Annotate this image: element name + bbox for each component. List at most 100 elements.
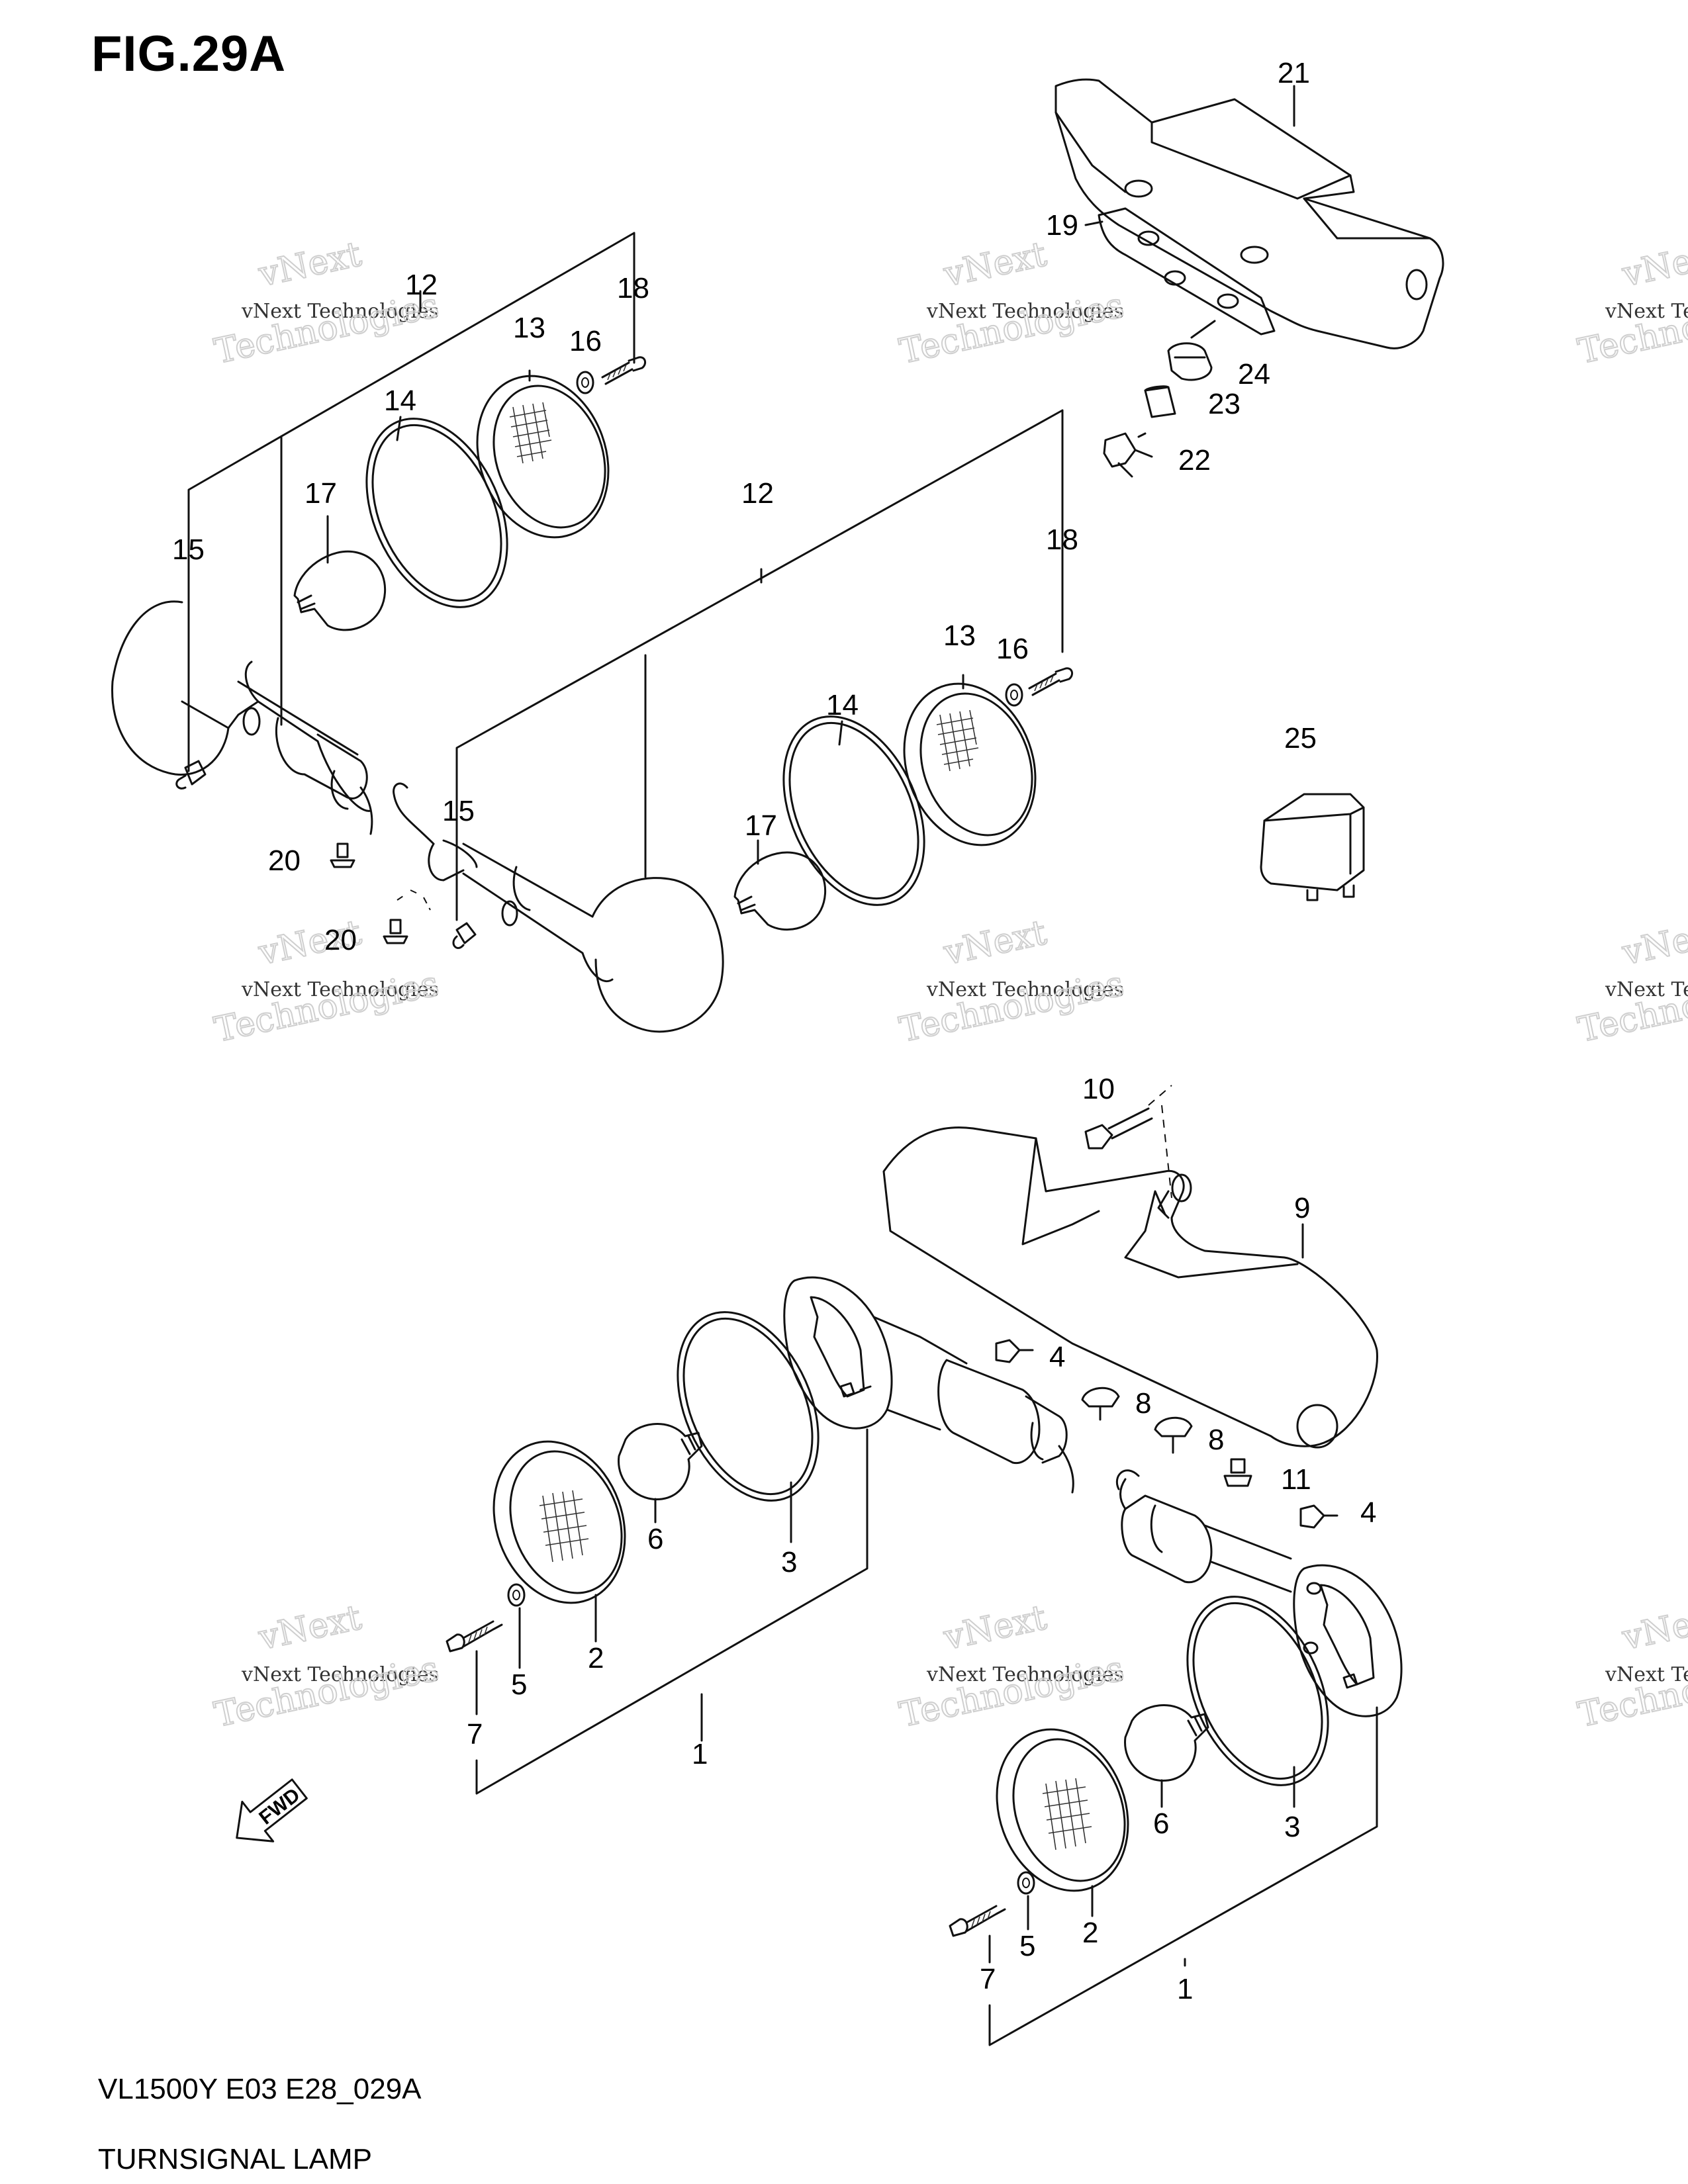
callout-labels: 21 19 24 23 22 25 12 18 13 16 14 17 15 2… — [172, 57, 1376, 2005]
bracket-body — [1055, 78, 1444, 349]
screw-4b — [1299, 1504, 1338, 1529]
callout-4a: 4 — [1049, 1341, 1065, 1373]
housing-tab — [839, 1382, 872, 1398]
screw-thread — [468, 1626, 488, 1643]
callout-4b: 4 — [1360, 1496, 1376, 1529]
plate-hole — [1137, 230, 1160, 246]
watermark-bottom: Technologies — [1575, 964, 1688, 1050]
model-code: VL1500Y E03 E28_029A — [98, 2073, 422, 2105]
watermark-text: vNext Technologies — [926, 300, 1124, 323]
callout-18a: 18 — [617, 272, 649, 304]
license-bracket-21 — [1055, 78, 1444, 349]
wire — [393, 782, 435, 845]
lens-13b-grid — [936, 709, 979, 772]
screw-7a — [445, 1620, 503, 1653]
relay-25 — [1260, 793, 1365, 901]
housing-collar — [428, 839, 478, 882]
watermark: vNext vNext Technologies Technologies — [896, 912, 1128, 1051]
screw-18a — [601, 356, 647, 385]
housing-hole — [1303, 1641, 1319, 1655]
watermark-bottom: Technologies — [1575, 1649, 1688, 1735]
gasket-3b — [1186, 1596, 1329, 1786]
callout-14a: 14 — [384, 385, 416, 417]
housing-stem — [872, 1316, 968, 1431]
watermark-text: vNext Technologies — [1605, 300, 1688, 323]
wire — [359, 786, 373, 835]
callout-7a: 7 — [467, 1718, 483, 1751]
screw-20b — [383, 919, 408, 944]
plate-body — [1098, 207, 1276, 336]
lens-13a — [476, 375, 610, 539]
washer-16b-hole — [1010, 690, 1018, 700]
screw-20a — [330, 842, 355, 868]
bulb-base — [297, 594, 316, 610]
callout-17b: 17 — [745, 809, 777, 842]
housing-stem — [1203, 1524, 1292, 1593]
bracket-hole — [1405, 269, 1428, 300]
screw-8b — [1154, 1416, 1193, 1454]
watermark: vNext vNext Technologies Technologies — [1574, 234, 1688, 373]
gasket-3a-inner — [682, 1317, 814, 1496]
bracket-edges — [1021, 1137, 1299, 1279]
lens-13a-inner — [492, 385, 606, 529]
housing-stem — [181, 660, 359, 756]
callout-6b: 6 — [1153, 1807, 1169, 1840]
plate-hole — [1217, 293, 1239, 309]
washer-5b-hole — [1022, 1878, 1030, 1888]
bracket-hole — [1240, 246, 1269, 264]
wire — [1115, 1469, 1140, 1510]
callout-16a: 16 — [569, 325, 602, 357]
bulb-6b — [1124, 1704, 1209, 1782]
callout-1b: 1 — [1177, 1973, 1193, 2005]
watermark: vNext vNext Technologies Technologies — [896, 1597, 1128, 1736]
bracket-hole — [1296, 1404, 1338, 1449]
leader-22 — [1137, 432, 1147, 438]
bracket-hole — [1124, 179, 1153, 198]
bracket-line — [988, 1706, 1378, 2046]
lens-2b-inner — [1012, 1738, 1126, 1882]
gasket-3a — [677, 1311, 820, 1502]
watermark-text: vNext Technologies — [1605, 1663, 1688, 1686]
watermark-top: vNext — [255, 1598, 365, 1658]
screw-18b — [1028, 667, 1074, 696]
lens-2a-inner — [509, 1450, 623, 1594]
callout-18b: 18 — [1046, 523, 1078, 556]
housing-shell — [111, 600, 372, 812]
screw-thread — [971, 1911, 991, 1928]
housing-dome — [591, 877, 724, 1033]
housing-ring — [330, 770, 349, 810]
watermark-top: vNext — [940, 1598, 1050, 1658]
plate-hole — [1164, 270, 1186, 286]
callout-22: 22 — [1178, 444, 1211, 477]
watermark-text: vNext Technologies — [241, 300, 439, 323]
watermark-text: vNext Technologies — [1605, 978, 1688, 1001]
callout-5b: 5 — [1019, 1930, 1035, 1962]
washer-5a — [507, 1583, 526, 1607]
callout-8b: 8 — [1208, 1424, 1224, 1456]
watermark-top: vNext — [255, 234, 365, 295]
lens-13a-grid — [509, 402, 552, 464]
bracket-line — [455, 409, 1064, 921]
callout-14b: 14 — [826, 689, 859, 721]
watermark-bottom: Technologies — [1575, 286, 1688, 372]
housing-cup — [783, 1276, 893, 1430]
callout-9: 9 — [1294, 1192, 1310, 1224]
screw-15b — [452, 922, 477, 949]
housing-inner — [1319, 1584, 1375, 1686]
watermark-group: vNext vNext Technologies Technologies vN… — [211, 234, 1688, 1736]
housing-tube — [937, 1359, 1041, 1465]
callout-1a: 1 — [692, 1738, 708, 1770]
callout-13a: 13 — [513, 312, 545, 344]
bracket-body — [882, 1126, 1378, 1447]
housing-cup — [1293, 1564, 1403, 1717]
leader-14a — [396, 416, 402, 441]
washer-16b — [1005, 683, 1023, 707]
figure-title: FIG.29A — [91, 26, 287, 82]
watermark-bottom: Technologies — [896, 1649, 1127, 1735]
bulb-17a — [293, 550, 387, 631]
watermark-bottom: Technologies — [211, 1649, 442, 1735]
callout-7b: 7 — [980, 1963, 996, 1995]
housing-tab — [1342, 1673, 1358, 1689]
watermark-text: vNext Technologies — [926, 978, 1124, 1001]
screw-thread — [1034, 675, 1054, 692]
